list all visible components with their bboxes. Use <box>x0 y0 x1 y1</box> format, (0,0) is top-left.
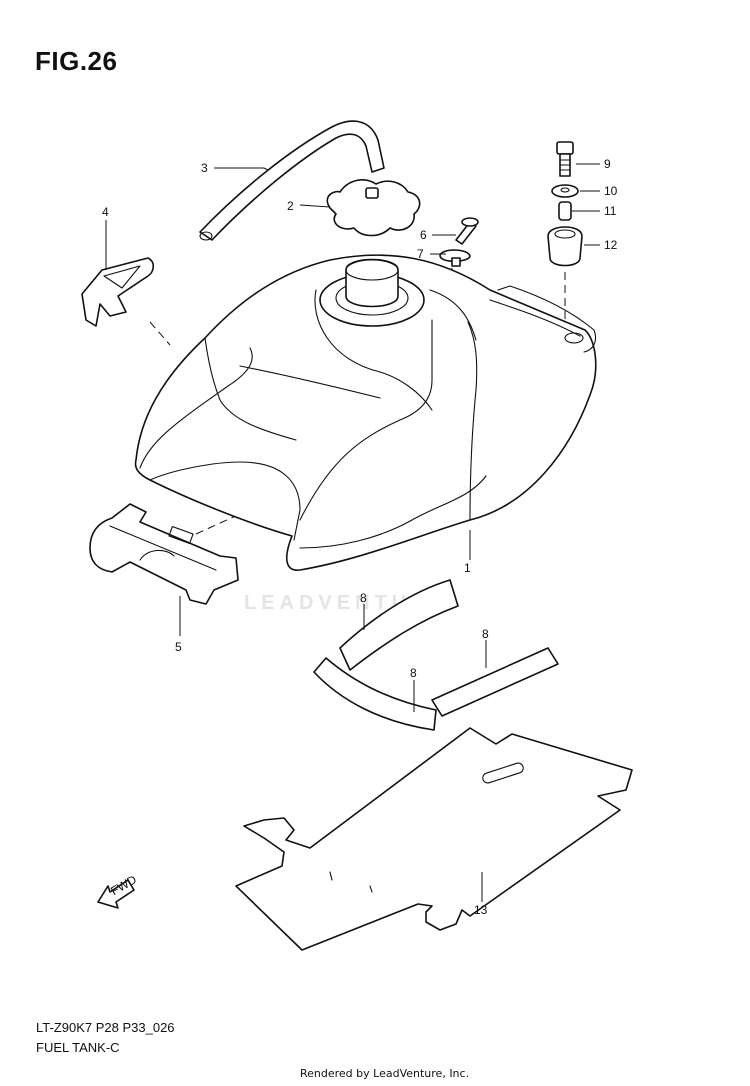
callout-8: 8 <box>482 627 489 641</box>
fwd-arrow-icon: FWD <box>97 872 139 909</box>
part-8-pad[interactable] <box>313 657 437 731</box>
figure-title: FIG.26 <box>35 46 118 76</box>
callout-4: 4 <box>102 205 109 219</box>
callout-5: 5 <box>175 640 182 654</box>
assembly-line <box>195 513 241 535</box>
part-6-bolt[interactable] <box>455 217 479 245</box>
leader-line <box>214 167 269 171</box>
part-7-washer[interactable] <box>439 249 471 267</box>
assembly-line <box>149 321 171 346</box>
part-5-clamp[interactable] <box>89 503 239 605</box>
callout-6: 6 <box>420 228 427 242</box>
callout-12: 12 <box>604 238 618 252</box>
part-12-grommet[interactable] <box>547 226 583 267</box>
part-11-collar[interactable] <box>558 201 572 221</box>
model-code: LT-Z90K7 P28 P33_026 <box>36 1020 175 1035</box>
part-13-skid-plate[interactable] <box>235 727 633 951</box>
part-9-bolt[interactable] <box>556 141 574 177</box>
part-10-washer[interactable] <box>551 184 579 198</box>
callout-11: 11 <box>604 204 617 218</box>
callout-13: 13 <box>474 903 488 917</box>
part-4-bracket[interactable] <box>81 257 155 327</box>
callout-8: 8 <box>360 591 367 605</box>
part-8-pad[interactable] <box>431 647 559 717</box>
callout-3: 3 <box>201 161 208 175</box>
part-1-fuel-tank[interactable] <box>134 254 597 571</box>
part-3-hose[interactable] <box>199 120 385 241</box>
callout-1: 1 <box>464 561 471 575</box>
leader-line <box>299 204 331 208</box>
callout-8: 8 <box>410 666 417 680</box>
part-2-fuel-cap[interactable] <box>326 179 421 237</box>
part-8-pad[interactable] <box>339 579 459 671</box>
callout-2: 2 <box>287 199 294 213</box>
callout-9: 9 <box>604 157 611 171</box>
callout-10: 10 <box>604 184 618 198</box>
section-name: FUEL TANK-C <box>36 1040 120 1055</box>
rendered-by-credit: Rendered by LeadVenture, Inc. <box>300 1067 470 1080</box>
callout-7: 7 <box>417 247 424 261</box>
